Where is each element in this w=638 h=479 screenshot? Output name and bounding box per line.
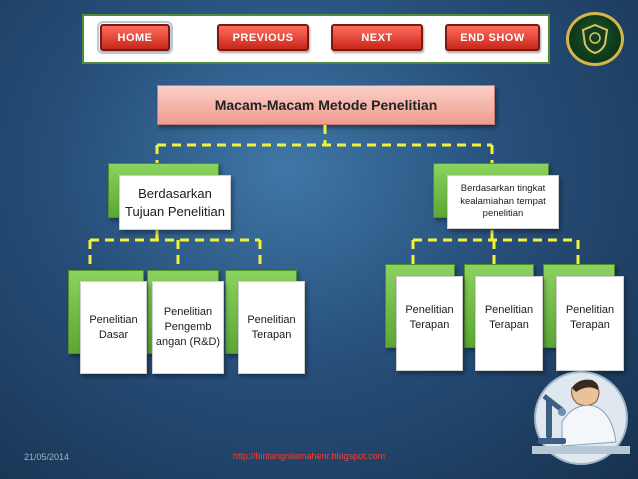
emblem-shield-icon bbox=[581, 23, 609, 55]
end-show-button[interactable]: END SHOW bbox=[445, 24, 540, 51]
next-button[interactable]: NEXT bbox=[331, 24, 423, 51]
leaf-label: Penelitian Terapan bbox=[565, 304, 615, 331]
leaf-penelitian-terapan-3: Penelitian Terapan bbox=[475, 276, 543, 371]
group-tujuan-penelitian: Berdasarkan Tujuan Penelitian bbox=[119, 175, 231, 230]
leaf-label: Penelitian Terapan bbox=[484, 304, 534, 331]
leaf-label: Penelitian Pengemb angan (R&D) bbox=[155, 306, 221, 348]
chart-title: Macam-Macam Metode Penelitian bbox=[214, 97, 438, 113]
footer-date: 21/05/2014 bbox=[24, 452, 70, 462]
group-kealamiahan: Berdasarkan tingkat kealamiahan tempat p… bbox=[447, 175, 559, 229]
footer-url-link[interactable]: http://bintangnilamahenr.blogspot.com bbox=[233, 451, 386, 461]
chart-title-box: Macam-Macam Metode Penelitian bbox=[157, 85, 495, 125]
leaf-label: Penelitian Terapan bbox=[405, 304, 454, 331]
leaf-label: Penelitian Dasar bbox=[89, 313, 138, 341]
leaf-label: Penelitian Terapan bbox=[247, 313, 296, 341]
navigation-bar: HOME PREVIOUS NEXT END SHOW bbox=[82, 14, 550, 64]
home-button[interactable]: HOME bbox=[97, 21, 173, 54]
previous-button[interactable]: PREVIOUS bbox=[217, 24, 309, 51]
leaf-penelitian-terapan-1: Penelitian Terapan bbox=[238, 281, 305, 374]
scientist-microscope-illustration bbox=[532, 371, 630, 465]
leaf-penelitian-dasar: Penelitian Dasar bbox=[80, 281, 147, 374]
emblem-logo-icon bbox=[566, 12, 624, 66]
group-label: Berdasarkan tingkat kealamiahan tempat p… bbox=[460, 182, 546, 220]
leaf-penelitian-pengembangan: Penelitian Pengemb angan (R&D) bbox=[152, 281, 224, 374]
group-label: Berdasarkan Tujuan Penelitian bbox=[125, 185, 225, 219]
leaf-penelitian-terapan-2: Penelitian Terapan bbox=[396, 276, 463, 371]
leaf-penelitian-terapan-4: Penelitian Terapan bbox=[556, 276, 624, 371]
